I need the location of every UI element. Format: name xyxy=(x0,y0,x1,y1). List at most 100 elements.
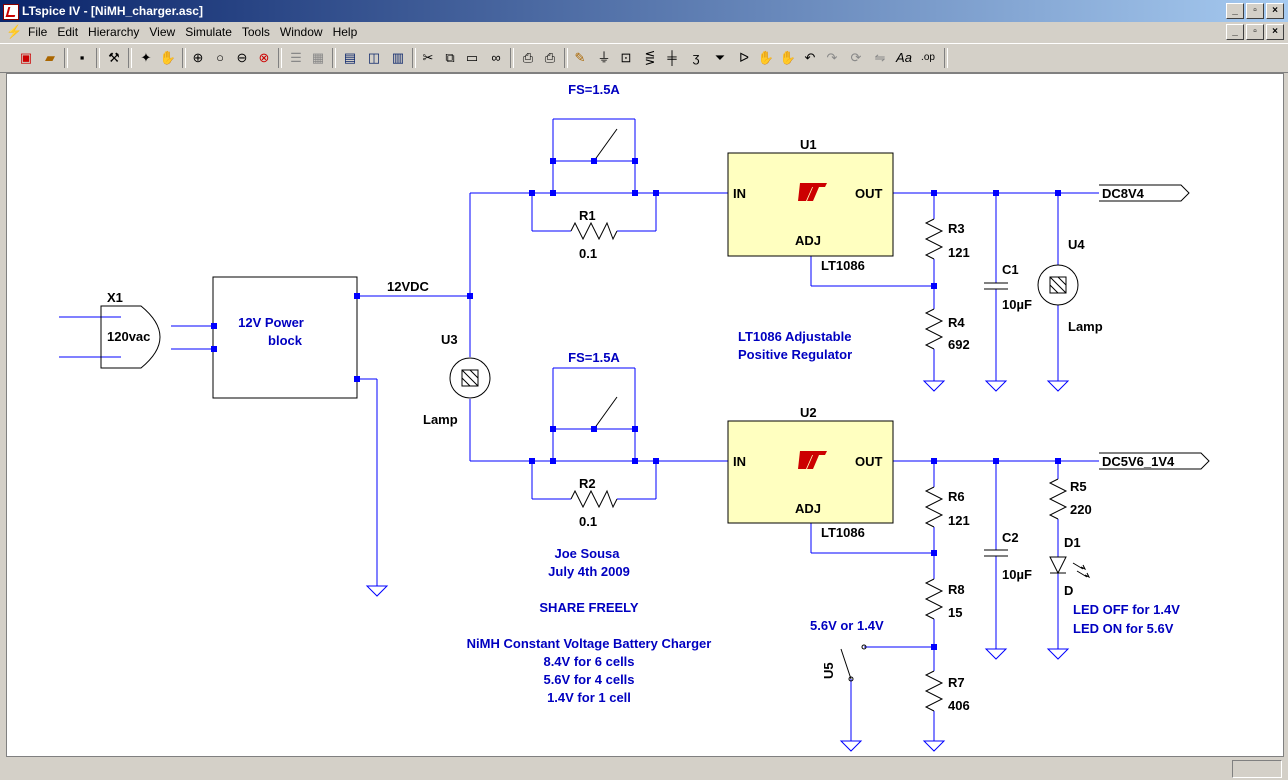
cut-icon[interactable]: ✂ xyxy=(422,50,434,65)
halt-icon[interactable]: ✋ xyxy=(159,50,177,65)
power-block-line1: 12V Power xyxy=(238,315,304,330)
cancel-zoom-icon[interactable]: ⊗ xyxy=(258,50,270,65)
u2-regulator-block[interactable] xyxy=(727,420,894,524)
u3-value: Lamp xyxy=(423,412,458,427)
c2-symbol[interactable] xyxy=(984,549,1008,557)
menu-hierarchy[interactable]: Hierarchy xyxy=(88,25,140,39)
c1-value: 10µF xyxy=(1002,297,1032,312)
u5-ref: U5 xyxy=(821,662,836,679)
u1-regulator-block[interactable] xyxy=(727,152,894,257)
out1-label: DC8V4 xyxy=(1102,186,1145,201)
schematic-canvas[interactable]: X1 120vac 12VDC U3 Lamp R1 0.1 R2 0.1 U1… xyxy=(6,73,1284,757)
redo-icon[interactable]: ↷ xyxy=(826,50,838,65)
note-led-line2: LED ON for 5.6V xyxy=(1073,621,1174,636)
component-icon[interactable]: ᐅ xyxy=(739,50,749,65)
out2-flag[interactable] xyxy=(1099,452,1210,470)
power-block[interactable] xyxy=(212,276,358,399)
schematic-drawing[interactable]: X1 120vac 12VDC U3 Lamp R1 0.1 R2 0.1 U1… xyxy=(7,74,1283,756)
autorange-icon[interactable]: ☰ xyxy=(290,50,302,65)
c1-symbol[interactable] xyxy=(984,282,1008,290)
x1-symbol[interactable] xyxy=(100,305,161,369)
d1-led-symbol[interactable] xyxy=(1049,556,1091,579)
r3-symbol[interactable] xyxy=(924,218,944,260)
r4-symbol[interactable] xyxy=(924,308,944,350)
r1-symbol[interactable] xyxy=(570,221,618,241)
diode-icon[interactable]: ⏷ xyxy=(714,50,726,65)
close-button[interactable]: × xyxy=(1266,3,1284,19)
lt-logo-top xyxy=(798,183,827,201)
zoom-fit-icon[interactable]: ○ xyxy=(216,50,224,65)
wire-icon[interactable]: ✎ xyxy=(574,50,586,65)
save-icon[interactable]: ▪ xyxy=(79,50,85,65)
menu-view[interactable]: View xyxy=(149,25,176,39)
run-icon[interactable]: ✦ xyxy=(140,50,152,65)
menu-simulate[interactable]: Simulate xyxy=(185,25,232,39)
new-schematic-icon[interactable]: ▣ xyxy=(19,50,33,65)
r2-ref: R2 xyxy=(579,476,596,491)
tile-vertical-icon[interactable]: ▥ xyxy=(391,50,405,65)
capacitor-icon[interactable]: ╪ xyxy=(667,50,677,65)
inductor-icon[interactable]: ʒ xyxy=(692,50,700,65)
u5-label: 5.6V or 1.4V xyxy=(810,618,884,633)
zoom-out-icon[interactable]: ⊖ xyxy=(236,50,248,65)
u3-lamp-symbol[interactable] xyxy=(449,357,491,399)
u5-switch-symbol[interactable] xyxy=(840,644,867,682)
menu-edit[interactable]: Edit xyxy=(57,25,79,39)
fuse-bottom-switch[interactable] xyxy=(593,396,618,430)
print-setup-icon[interactable]: ⎙ xyxy=(522,50,534,65)
menu-window[interactable]: Window xyxy=(279,25,323,39)
note-desc-line4: 1.4V for 1 cell xyxy=(547,690,631,705)
paste-icon[interactable]: ▭ xyxy=(465,50,479,65)
note-desc-line1: NiMH Constant Voltage Battery Charger xyxy=(467,636,712,651)
grid-icon[interactable]: ▦ xyxy=(311,50,325,65)
r8-symbol[interactable] xyxy=(924,578,944,620)
drag-icon[interactable]: ✋ xyxy=(779,50,797,65)
document-icon[interactable]: ⚡ xyxy=(6,24,23,39)
doc-close-button[interactable]: × xyxy=(1266,24,1284,40)
c2-value: 10µF xyxy=(1002,567,1032,582)
fuse-top-switch[interactable] xyxy=(593,128,618,162)
move-icon[interactable]: ✋ xyxy=(757,50,775,65)
u4-lamp-symbol[interactable] xyxy=(1037,264,1079,306)
spice-directive-icon[interactable]: .op xyxy=(921,52,935,63)
doc-maximize-button[interactable]: ▫ xyxy=(1246,24,1264,40)
menu-tools[interactable]: Tools xyxy=(241,25,270,39)
ground-icon[interactable]: ⏚ xyxy=(597,50,611,65)
r1-value: 0.1 xyxy=(579,246,597,261)
undo-icon[interactable]: ↶ xyxy=(804,50,816,65)
u1-part: LT1086 xyxy=(821,258,865,273)
print-icon[interactable]: ⎙ xyxy=(544,50,556,65)
ground-symbols xyxy=(365,380,1070,752)
title-bar: LTspice IV - [NiMH_charger.asc] _ ▫ × xyxy=(0,0,1288,22)
note-share: SHARE FREELY xyxy=(539,600,639,615)
open-icon[interactable]: ▰ xyxy=(45,50,55,65)
u1-out-pin: OUT xyxy=(855,186,883,201)
u4-ref: U4 xyxy=(1068,237,1085,252)
fuse-top-label: FS=1.5A xyxy=(568,82,620,97)
r2-symbol[interactable] xyxy=(570,489,618,509)
maximize-button[interactable]: ▫ xyxy=(1246,3,1264,19)
control-panel-icon[interactable]: ⚒ xyxy=(108,50,120,65)
copy-icon[interactable]: ⧉ xyxy=(445,50,455,65)
ltspice-logo-icon[interactable] xyxy=(3,4,19,20)
tile-horizontal-icon[interactable]: ▤ xyxy=(343,50,357,65)
u2-adj-pin: ADJ xyxy=(795,501,821,516)
out1-flag[interactable] xyxy=(1099,184,1190,202)
cascade-icon[interactable]: ◫ xyxy=(367,50,381,65)
rotate-icon[interactable]: ⟳ xyxy=(850,50,862,65)
minimize-button[interactable]: _ xyxy=(1226,3,1244,19)
r6-symbol[interactable] xyxy=(924,486,944,528)
menu-help[interactable]: Help xyxy=(332,25,358,39)
find-icon[interactable]: ∞ xyxy=(491,50,501,65)
r8-value: 15 xyxy=(948,605,962,620)
menu-file[interactable]: File xyxy=(28,25,48,39)
resistor-icon[interactable]: ⋚ xyxy=(644,50,656,65)
zoom-in-icon[interactable]: ⊕ xyxy=(192,50,204,65)
label-net-icon[interactable]: ⊡ xyxy=(620,50,632,65)
r7-symbol[interactable] xyxy=(924,670,944,712)
r5-symbol[interactable] xyxy=(1048,478,1068,520)
text-icon[interactable]: Aa xyxy=(896,50,912,65)
doc-minimize-button[interactable]: _ xyxy=(1226,24,1244,40)
r4-ref: R4 xyxy=(948,315,965,330)
mirror-icon[interactable]: ⇋ xyxy=(874,50,886,65)
